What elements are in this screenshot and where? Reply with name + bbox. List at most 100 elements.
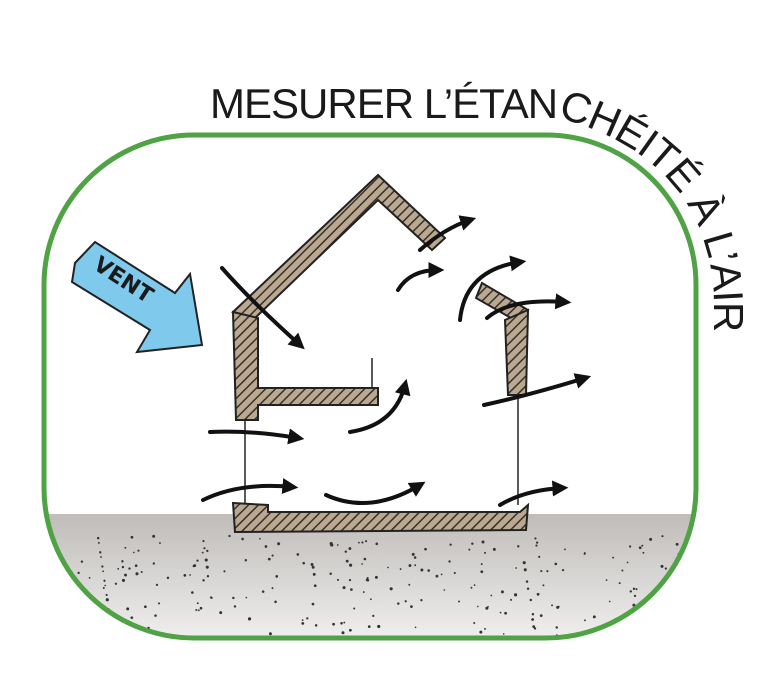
ground-speckle <box>361 563 363 565</box>
ground-speckle <box>103 579 106 582</box>
ground-speckle <box>471 542 474 545</box>
ground-speckle <box>199 606 203 610</box>
ground-speckle <box>675 542 679 546</box>
ground-speckle <box>343 621 346 624</box>
ground-speckle <box>109 622 112 625</box>
ground-speckle <box>311 565 315 569</box>
ground-speckle <box>635 588 638 591</box>
ground-speckle <box>525 580 529 583</box>
ground-speckle <box>94 622 98 626</box>
ground-speckle <box>59 567 62 570</box>
ground-speckle <box>410 605 413 608</box>
ground-speckle <box>342 586 346 590</box>
ground-speckle <box>264 545 268 548</box>
ground-speckle <box>135 572 139 576</box>
ground-speckle <box>100 556 102 558</box>
ground-speckle <box>621 569 624 572</box>
ground-speckle <box>538 555 541 558</box>
ground-speckle <box>517 545 520 548</box>
ground-speckle <box>244 559 247 562</box>
ground-speckle <box>375 542 379 546</box>
ground-speckle <box>693 536 695 539</box>
ground-speckle <box>448 560 451 563</box>
ground-speckle <box>274 600 277 604</box>
ground-speckle <box>228 534 231 538</box>
left-roof <box>231 173 447 320</box>
ground-speckle <box>46 632 49 636</box>
ground-speckle <box>191 591 194 594</box>
ground-speckle <box>348 547 352 550</box>
ground-speckle <box>555 626 558 629</box>
ground-speckle <box>152 534 156 538</box>
ground-speckle <box>271 587 274 590</box>
ground-speckle <box>377 624 381 629</box>
ground-speckle <box>223 570 226 573</box>
ground-speckle <box>532 625 536 629</box>
ground-speckle <box>510 598 513 601</box>
ground-speckle <box>302 561 305 565</box>
ground-speckle <box>54 614 56 616</box>
ground-speckle <box>536 592 540 596</box>
ground-speckle <box>353 607 356 610</box>
ground-speckle <box>529 598 533 602</box>
ground-speckle <box>473 621 476 624</box>
ground-speckle <box>117 567 120 570</box>
ground-speckle <box>435 574 439 578</box>
ground-speckle <box>233 605 237 608</box>
ground-speckle <box>661 535 664 538</box>
ground-speckle <box>374 575 378 579</box>
ground-speckle <box>133 551 135 554</box>
ground-speckle <box>102 570 104 573</box>
ground-speckle <box>540 570 543 573</box>
ground-speckle <box>684 579 687 582</box>
ground-speckle <box>341 631 345 635</box>
ground-speckle <box>671 614 675 618</box>
ground-speckle <box>157 602 161 605</box>
ground-speckle <box>154 614 157 617</box>
ground-speckle <box>470 586 473 589</box>
ground-speckle <box>268 632 272 636</box>
ground-speckle <box>499 611 502 614</box>
ground-speckle <box>484 551 486 554</box>
ground-speckle <box>275 575 279 578</box>
ground-speckle <box>592 615 596 619</box>
ground-speckle <box>522 561 526 565</box>
ground-speckle <box>583 552 586 555</box>
ground-speckle <box>99 551 102 554</box>
right-wall <box>503 308 530 396</box>
ground-speckle <box>196 602 199 605</box>
ground-speckle <box>363 557 367 561</box>
ground-speckle <box>641 544 644 547</box>
ground-speckle <box>531 618 535 621</box>
ground-speckle <box>96 536 100 540</box>
ground-speckle <box>105 598 109 602</box>
ground-speckle <box>45 557 49 561</box>
ground-speckle <box>414 564 417 567</box>
ground-speckle <box>348 578 352 582</box>
ground-speckle <box>632 603 636 607</box>
ground-speckle <box>492 547 496 551</box>
ground-speckle <box>88 577 91 579</box>
ground-speckle <box>206 574 210 578</box>
ground-speckle <box>504 611 507 615</box>
left-wall <box>231 310 379 421</box>
house-outline-lines <box>244 358 519 505</box>
ground-speckle <box>620 629 623 632</box>
ground-speckle <box>134 564 138 568</box>
ground-speckle <box>101 565 104 568</box>
ground-speckle <box>523 568 527 572</box>
ground-speckle <box>152 562 156 565</box>
ground-speckle <box>48 576 52 579</box>
ground-speckle <box>535 544 538 547</box>
ground-speckle <box>453 572 456 575</box>
ground-speckle <box>660 594 663 597</box>
ground-speckle <box>361 541 364 544</box>
ground-speckle <box>201 551 204 554</box>
ground-speckle <box>195 608 198 612</box>
ground-speckle <box>301 619 304 621</box>
ground-speckle <box>62 588 65 591</box>
ground-speckle <box>348 628 352 632</box>
ground-speckle <box>399 568 402 570</box>
ground-speckle <box>411 552 415 556</box>
ground-speckle <box>345 559 349 563</box>
